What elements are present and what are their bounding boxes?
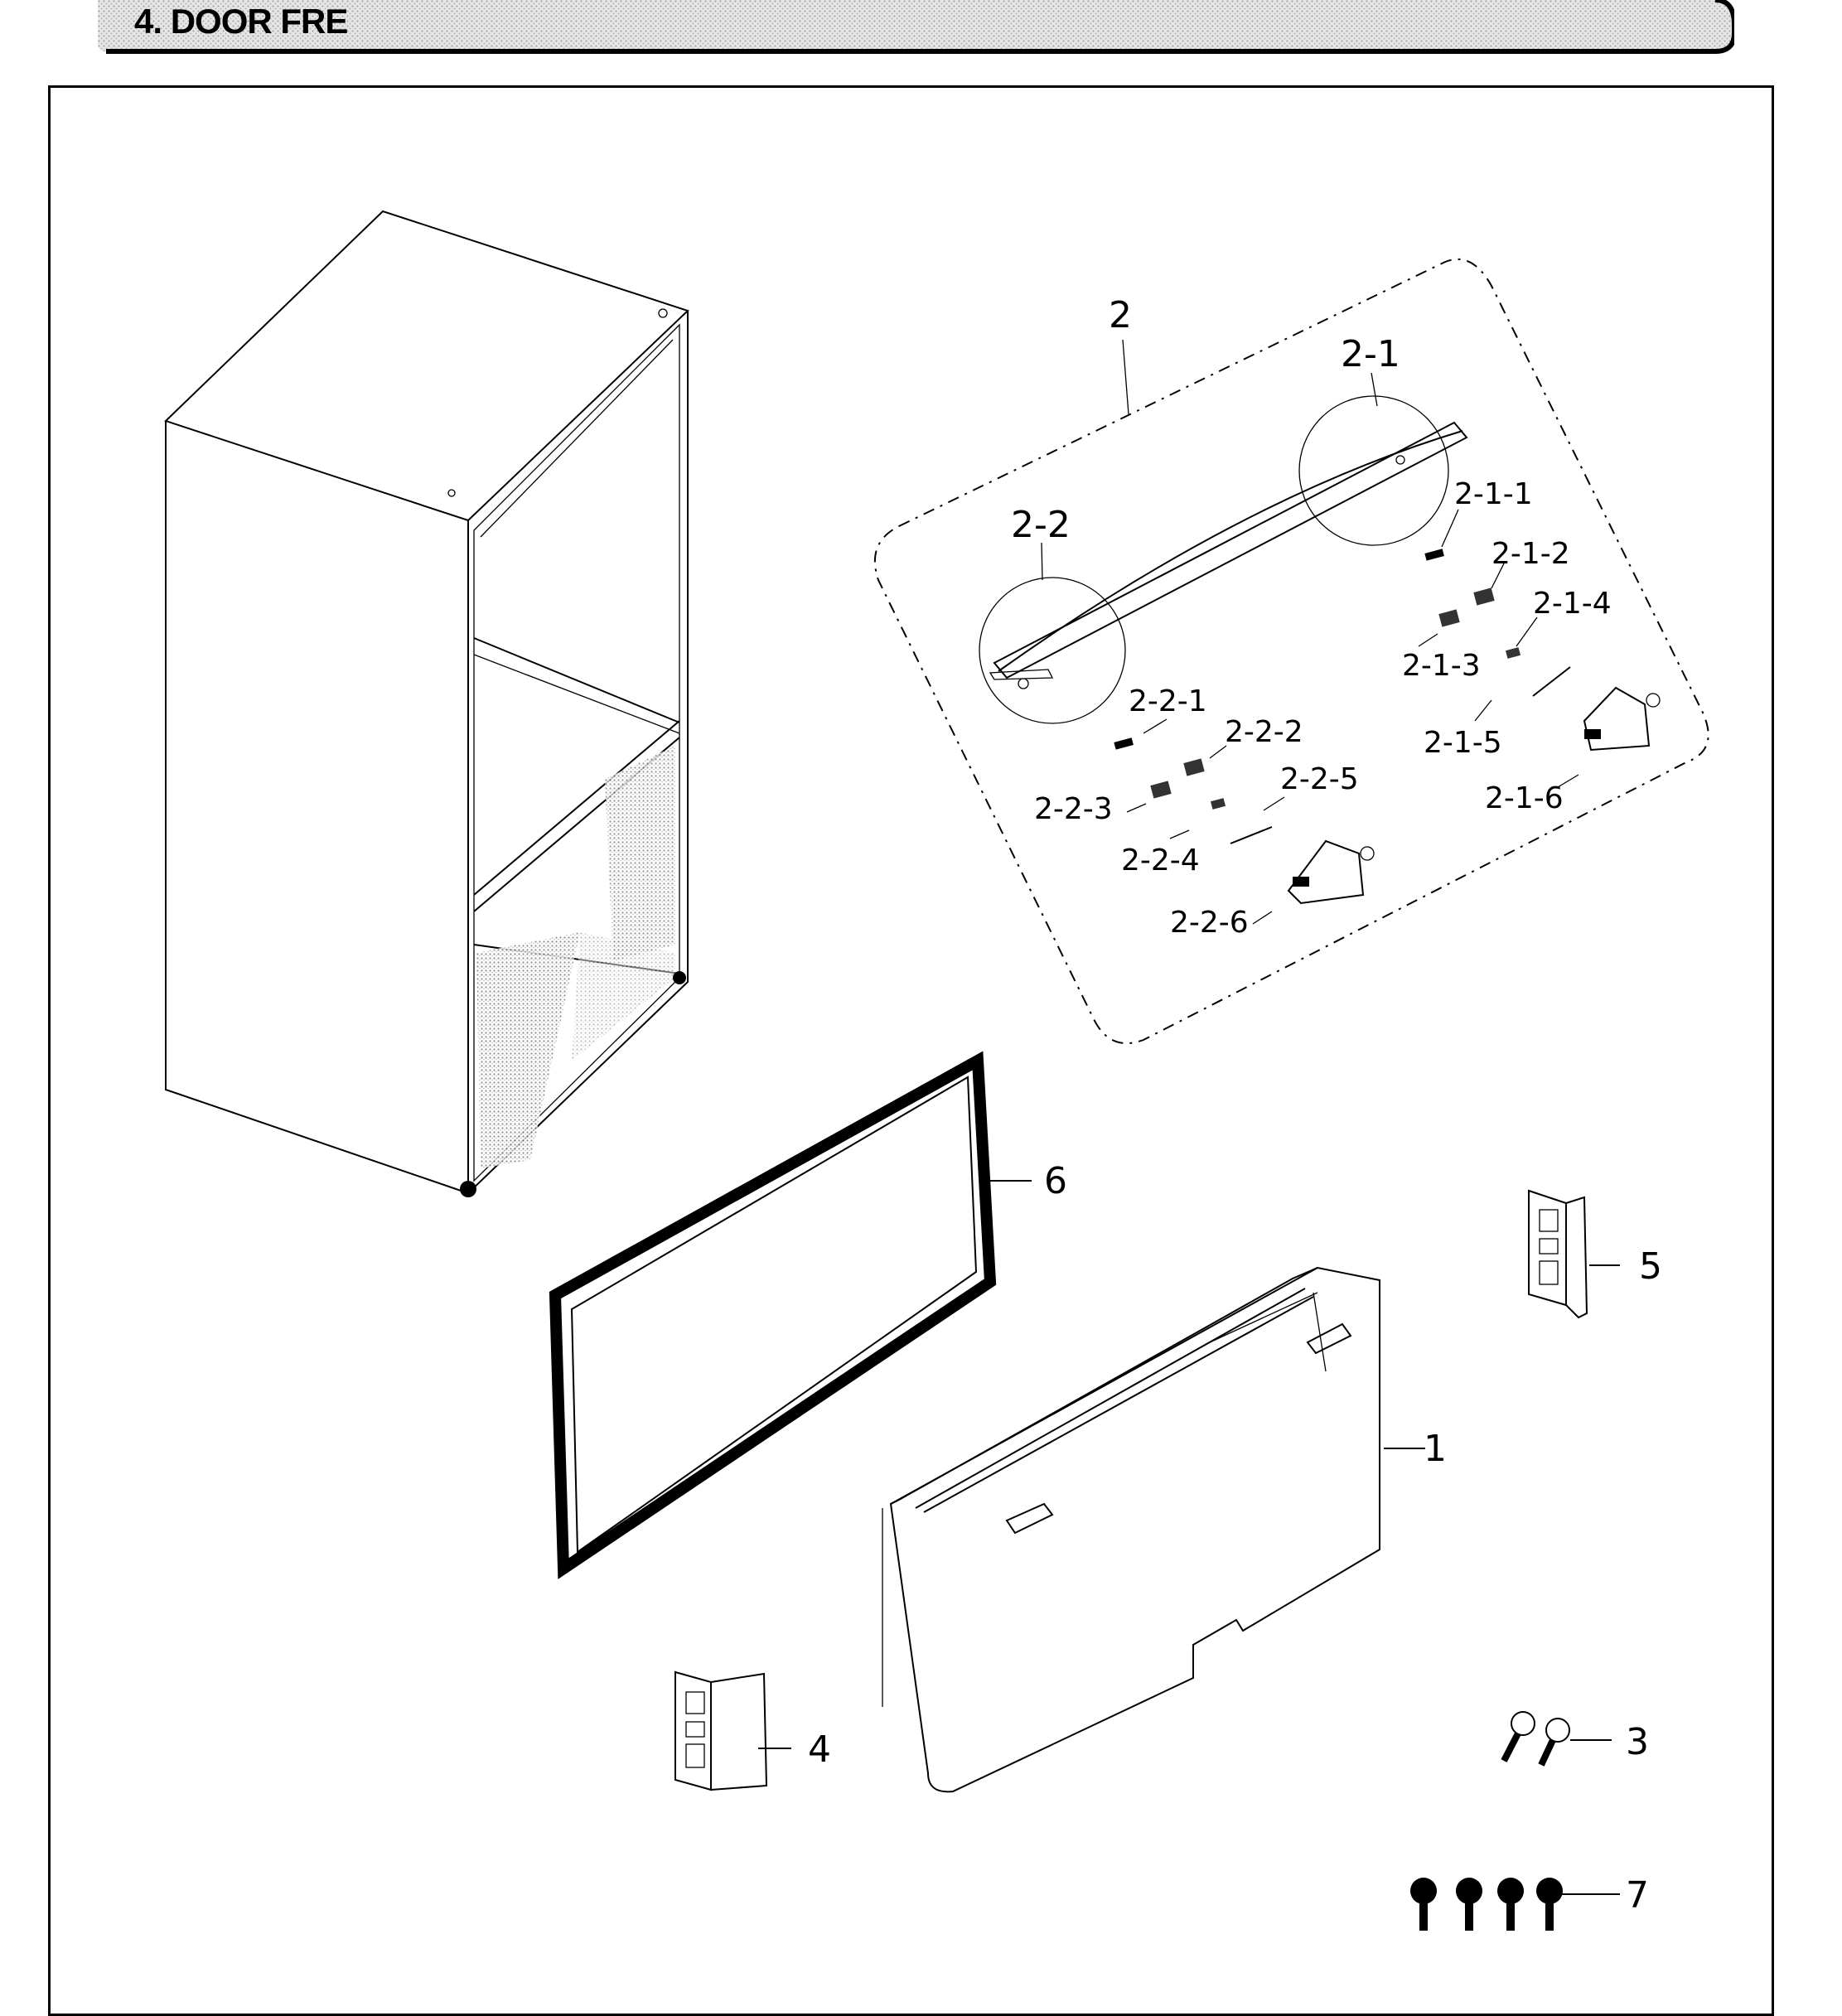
callout-5: 5 — [1639, 1245, 1662, 1288]
screw-pair-3 — [1501, 1711, 1612, 1767]
callout-2-2-6: 2-2-6 — [1170, 906, 1249, 940]
callout-2-1-3: 2-1-3 — [1402, 649, 1481, 683]
hinge-bar — [989, 421, 1468, 689]
callout-2-1-6: 2-1-6 — [1485, 781, 1564, 815]
refrigerator-cabinet — [164, 210, 689, 1197]
hinge-parts-right — [1424, 549, 1661, 752]
door-gasket — [549, 1051, 1032, 1579]
hinge-detail-panel — [873, 258, 1709, 1044]
callout-2: 2 — [1109, 294, 1132, 336]
hinge-leader-lines — [1041, 339, 1579, 925]
callout-2-1-1: 2-1-1 — [1454, 477, 1533, 511]
callout-2-1-4: 2-1-4 — [1533, 587, 1612, 621]
callout-1: 1 — [1424, 1428, 1447, 1470]
callout-2-1-2: 2-1-2 — [1491, 537, 1570, 571]
detail-circle-2-2 — [979, 577, 1126, 724]
callout-6: 6 — [1044, 1160, 1067, 1202]
callout-2-2: 2-2 — [1011, 504, 1071, 546]
hinge-bracket-left — [674, 1670, 791, 1791]
screw-set-7 — [1410, 1878, 1620, 1931]
callout-2-2-1: 2-2-1 — [1129, 684, 1207, 718]
callout-2-2-5: 2-2-5 — [1280, 762, 1359, 796]
hinge-parts-left — [1114, 737, 1375, 905]
callout-2-2-4: 2-2-4 — [1121, 844, 1200, 877]
detail-circle-2-1 — [1298, 395, 1449, 546]
callout-4: 4 — [808, 1728, 831, 1771]
callout-2-2-2: 2-2-2 — [1225, 715, 1303, 749]
callout-2-2-3: 2-2-3 — [1034, 792, 1113, 826]
section-banner — [98, 0, 1734, 58]
section-title: 4. DOOR FRE — [134, 2, 348, 41]
freezer-door — [882, 1266, 1425, 1793]
callout-2-1: 2-1 — [1341, 333, 1400, 375]
callout-3: 3 — [1626, 1721, 1649, 1763]
callout-2-1-5: 2-1-5 — [1424, 726, 1502, 760]
hinge-bracket-right — [1528, 1189, 1620, 1319]
callout-7: 7 — [1626, 1874, 1649, 1917]
